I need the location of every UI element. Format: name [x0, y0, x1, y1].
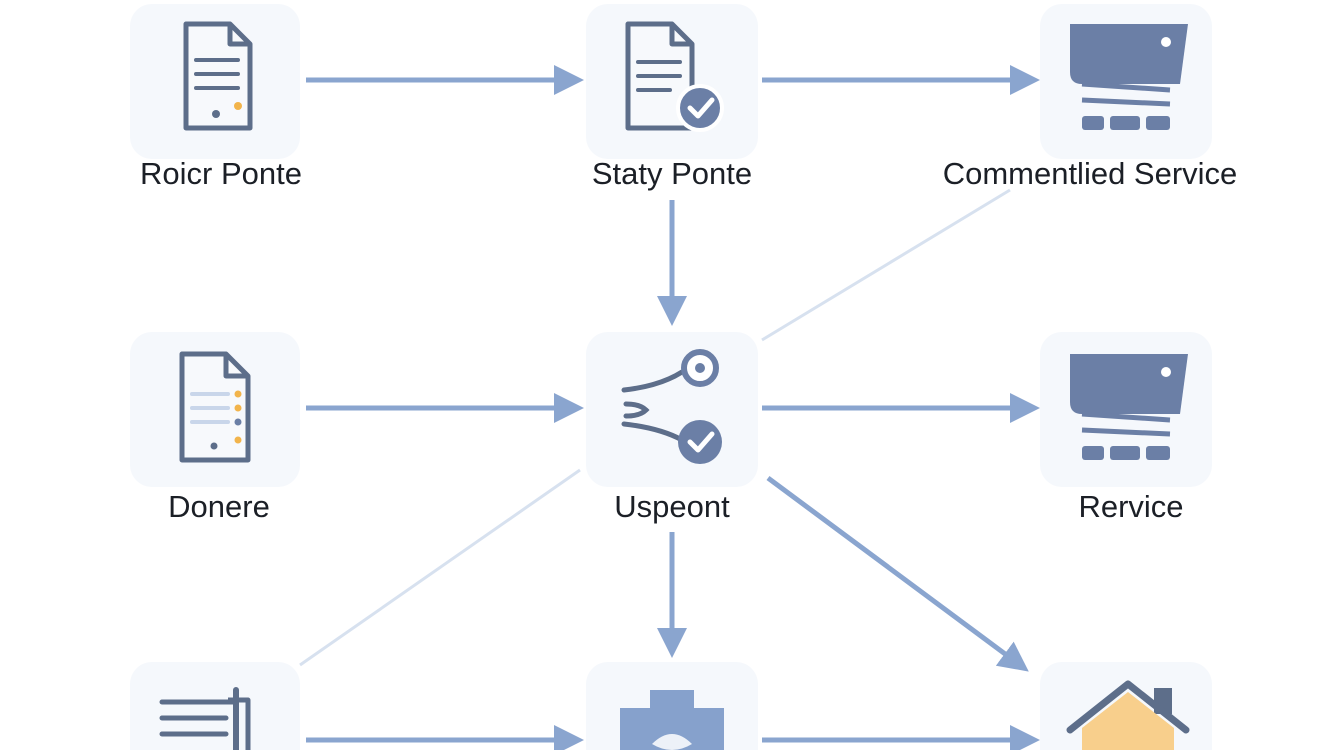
document-list-icon: [179, 351, 251, 463]
node-label-commentlied-service: Commentlied Service: [943, 156, 1238, 191]
node-label-donere: Donere: [168, 489, 270, 524]
document-check-icon: [625, 21, 724, 132]
notepad-icon: [159, 687, 251, 750]
node-label-uspeont: Uspeont: [614, 489, 730, 524]
node-label-rervice: Rervice: [1078, 489, 1183, 524]
edge-uspeont-to-bottom-right: [766, 475, 1029, 672]
background-connectors: [299, 188, 1011, 667]
faint-connector: [299, 468, 581, 667]
faint-connector: [761, 188, 1011, 342]
house-icon: [1066, 680, 1190, 750]
node-labels: Roicr Ponte Staty Ponte Commentlied Serv…: [140, 156, 1237, 524]
node-tile-uspeont: [586, 332, 758, 487]
edges: [306, 65, 1040, 750]
node-label-staty-ponte: Staty Ponte: [592, 156, 752, 191]
document-icon: [183, 21, 253, 131]
share-check-icon: [621, 349, 722, 464]
cart-icon: [1070, 24, 1188, 130]
medical-bag-icon: [620, 690, 724, 750]
cart-icon: [1070, 354, 1188, 460]
node-tile-bottom-left: [130, 662, 300, 750]
node-label-roicr-ponte: Roicr Ponte: [140, 156, 302, 191]
